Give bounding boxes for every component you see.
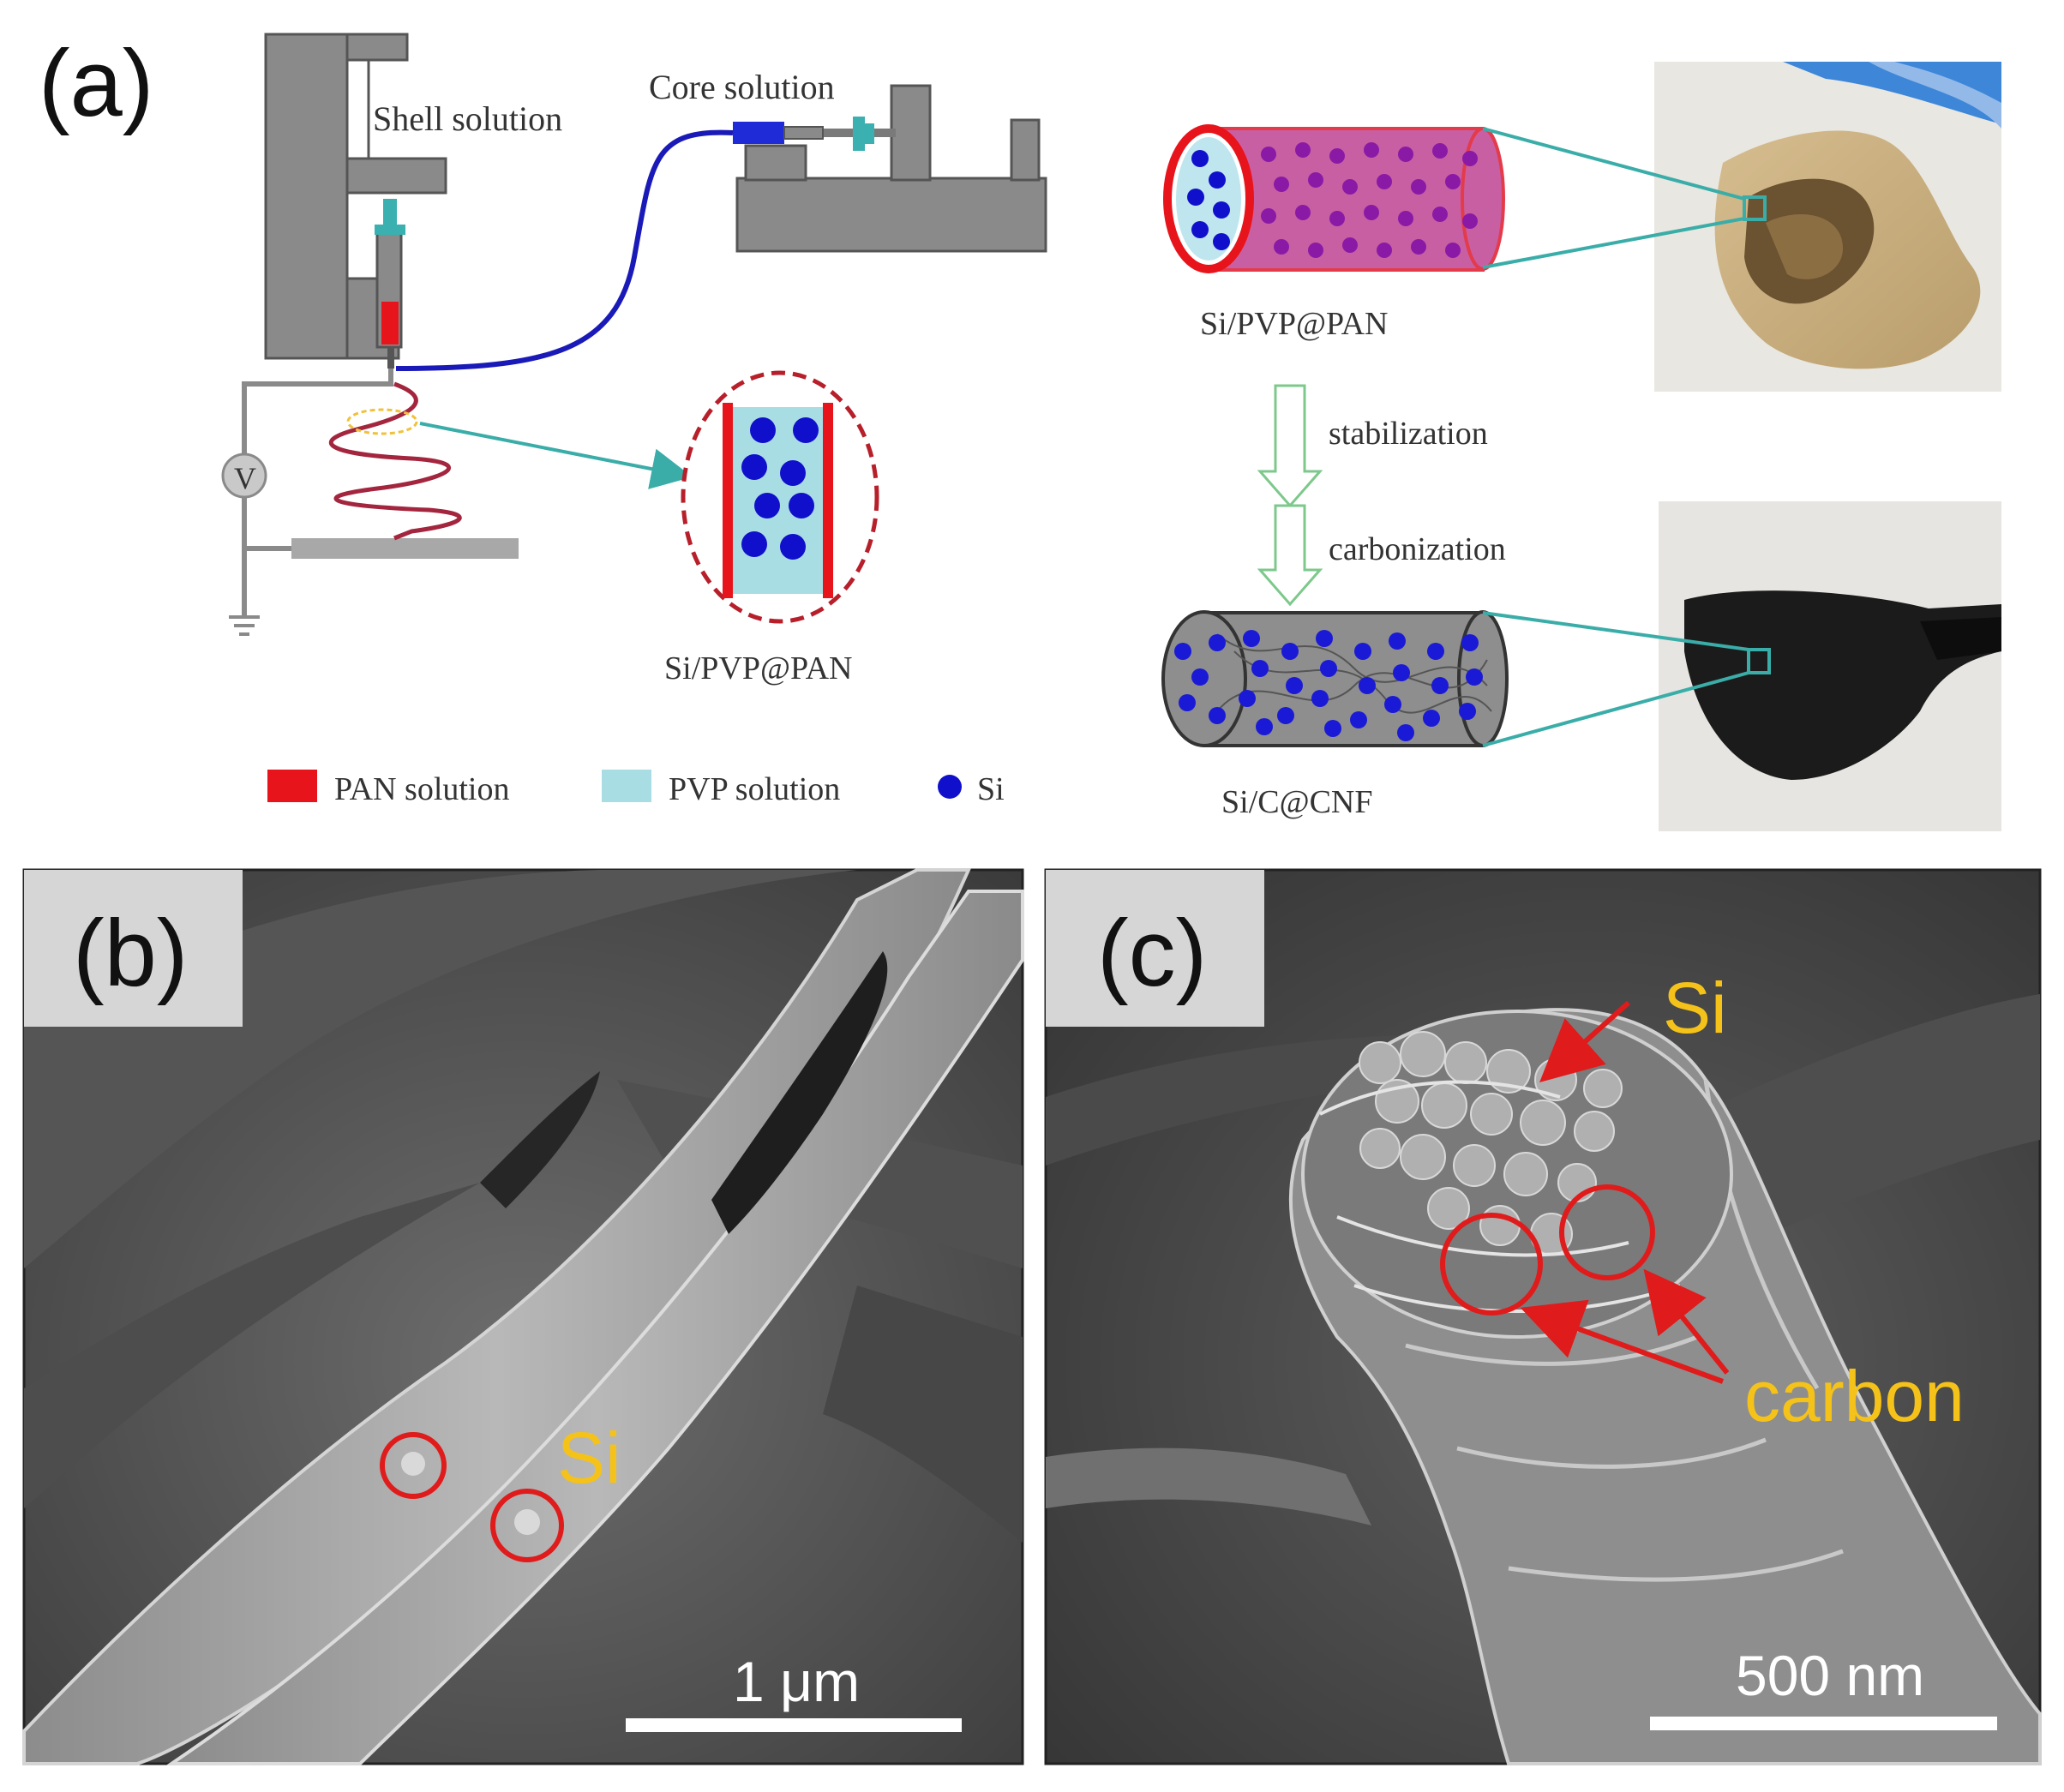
cross-section-label: Si/PVP@PAN (664, 650, 852, 686)
core-solution-chamber (733, 122, 784, 144)
fiber-top-label: Si/PVP@PAN (1200, 306, 1388, 342)
legend-swatch-pvp (602, 770, 651, 802)
legend: PAN solution PVP solution Si (267, 770, 1005, 807)
panel-b: (b) Si 1 μm (22, 868, 1024, 1765)
panel-b-label-box (24, 870, 243, 1027)
fiber-bottom-label: Si/C@CNF (1221, 784, 1373, 820)
voltage-label: V (234, 461, 256, 495)
si-marker-1 (380, 1432, 447, 1499)
zoom-arrow (419, 422, 693, 489)
carbon-marker-2 (1559, 1184, 1655, 1280)
si-arrow (1539, 1000, 1631, 1083)
core-syringe-pump (735, 84, 1047, 253)
zoom-box-top (1743, 195, 1767, 221)
panel-b-scale-bar (626, 1718, 962, 1732)
zoom-box-bottom (1747, 648, 1771, 674)
carbon-arrow-1 (1520, 1299, 1725, 1384)
process-arrows (1257, 384, 1323, 607)
panel-c-scale-text: 500 nm (1736, 1644, 1924, 1707)
core-feed-tube (395, 129, 734, 371)
legend-label-si: Si (977, 771, 1005, 807)
panel-a: (a) Shell solution Core (39, 31, 2001, 831)
zoom-line-bottom-1 (1482, 611, 1749, 651)
photo-fiber-mat (1654, 62, 2001, 392)
panel-c-label-box (1046, 870, 1264, 1027)
step-carbonization: carbonization (1329, 531, 1506, 567)
ground-icon (229, 615, 260, 636)
photo-carbon-mat (1659, 501, 2001, 831)
step-stabilization: stabilization (1329, 416, 1488, 452)
shell-syringe (375, 199, 405, 369)
shell-solution-label: Shell solution (373, 99, 562, 138)
collector-plate (291, 538, 519, 559)
legend-swatch-pan (267, 770, 317, 802)
carbon-marker-1 (1440, 1213, 1543, 1316)
panel-c-carbon-annotation: carbon (1744, 1356, 1965, 1436)
high-voltage-circuit (242, 369, 393, 615)
panel-c-scale-bar (1650, 1717, 1997, 1730)
legend-swatch-si (938, 775, 962, 799)
carbon-arrow-2 (1643, 1268, 1730, 1375)
panel-b-label: (b) (73, 901, 188, 1006)
panel-a-label: (a) (39, 31, 153, 136)
jet-zoom-marker (346, 408, 418, 435)
fiber-si-c-cnf (1161, 610, 1509, 747)
fiber-si-pvp-pan (1163, 124, 1505, 273)
zoom-line-top-2 (1482, 217, 1745, 269)
panel-c: (c) Si carbon 500 nm (1044, 868, 2042, 1765)
si-marker-2 (490, 1489, 564, 1562)
legend-label-pan: PAN solution (334, 771, 510, 807)
zoom-line-top-1 (1482, 127, 1745, 201)
zoom-line-bottom-2 (1482, 671, 1749, 747)
panel-b-si-annotation: Si (557, 1417, 621, 1498)
panel-c-si-annotation: Si (1663, 968, 1727, 1048)
core-solution-label: Core solution (649, 68, 835, 106)
panel-c-label: (c) (1097, 901, 1207, 1006)
voltage-source (221, 452, 267, 499)
legend-label-pvp: PVP solution (669, 771, 840, 807)
panel-b-scale-text: 1 μm (733, 1650, 860, 1713)
fiber-cross-section (681, 370, 879, 624)
spinneret-stand (264, 33, 447, 360)
pan-solution-chamber (381, 302, 399, 345)
spinning-jet (328, 381, 462, 541)
